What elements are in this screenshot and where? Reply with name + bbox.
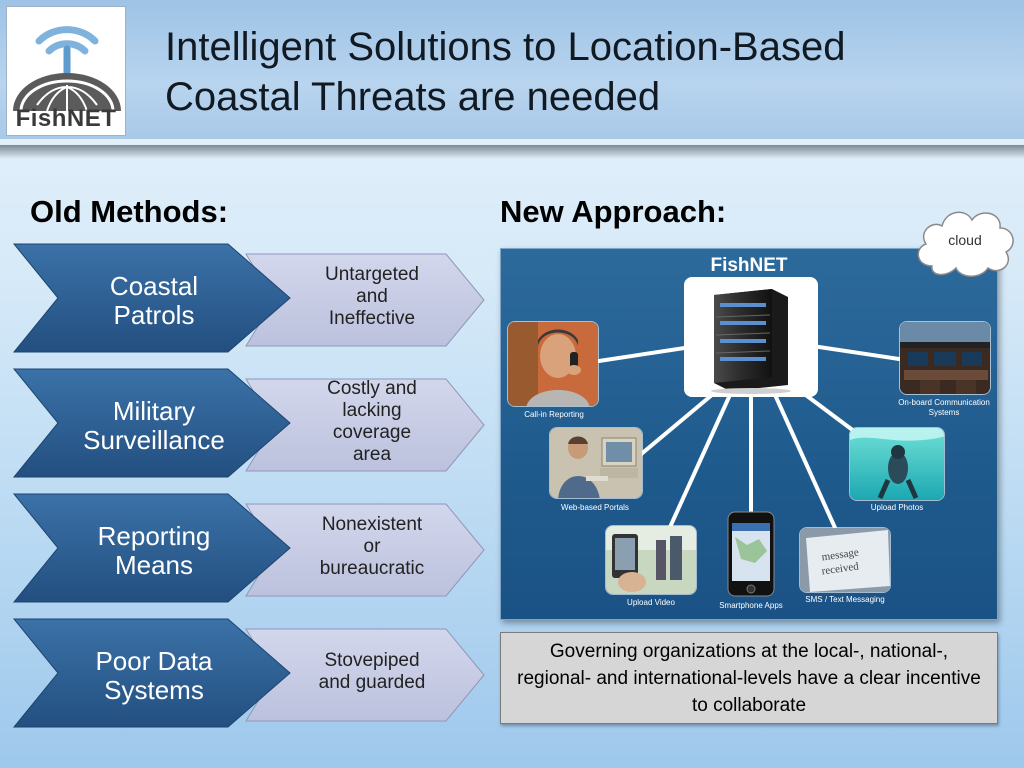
header-band: FishNET Intelligent Solutions to Locatio… [0, 0, 1024, 142]
title-line-2: Coastal Threats are needed [165, 75, 661, 119]
sms-screen-icon: message received [800, 528, 890, 592]
cloud-icon [917, 211, 1014, 277]
fishnet-logo: FishNET [6, 6, 126, 136]
phone-caller-photo-icon [508, 322, 598, 406]
chevron-shapes [12, 618, 485, 728]
node-call-in [507, 321, 599, 407]
ship-bridge-photo-icon [900, 322, 990, 394]
server-icon [711, 289, 791, 394]
video-phone-photo-icon [606, 526, 696, 594]
upload-video-label: Upload Video [627, 598, 675, 607]
diagram-title: FishNET [710, 255, 788, 276]
cloud-callout: cloud [912, 204, 1018, 280]
wifi-globe-icon [13, 26, 121, 112]
smartphone-label: Smartphone Apps [719, 601, 783, 610]
chevron-shapes [12, 368, 485, 478]
sms-text-line1: message [821, 546, 860, 563]
underwater-photo-icon [850, 428, 944, 500]
header-shadow [0, 145, 1024, 159]
computer-user-photo-icon [550, 428, 642, 498]
sms-text-line2: received [821, 560, 860, 577]
call-in-label: Call-in Reporting [524, 410, 584, 419]
sms-label: SMS / Text Messaging [805, 595, 885, 604]
old-methods-heading: Old Methods: [30, 194, 229, 229]
page-title: Intelligent Solutions to Location-Based … [165, 22, 1005, 122]
server-card [684, 277, 818, 397]
smartphone-icon [727, 511, 775, 597]
node-onboard [899, 321, 991, 395]
node-upload-photos [849, 427, 945, 501]
chevron-shapes [12, 243, 485, 353]
new-approach-heading: New Approach: [500, 194, 727, 229]
fishnet-diagram: FishNET [500, 248, 998, 620]
collaboration-caption: Governing organizations at the local-, n… [500, 632, 998, 724]
web-portals-label: Web-based Portals [561, 503, 629, 512]
node-web-portals [549, 427, 643, 499]
node-sms: message received [799, 527, 891, 593]
node-smartphone [727, 511, 775, 597]
chevron-shapes [12, 493, 485, 603]
node-upload-video [605, 525, 697, 595]
cloud-label: cloud [948, 232, 982, 248]
title-line-1: Intelligent Solutions to Location-Based [165, 25, 846, 69]
logo-text: FishNET [15, 105, 117, 132]
upload-photos-label: Upload Photos [870, 503, 924, 512]
